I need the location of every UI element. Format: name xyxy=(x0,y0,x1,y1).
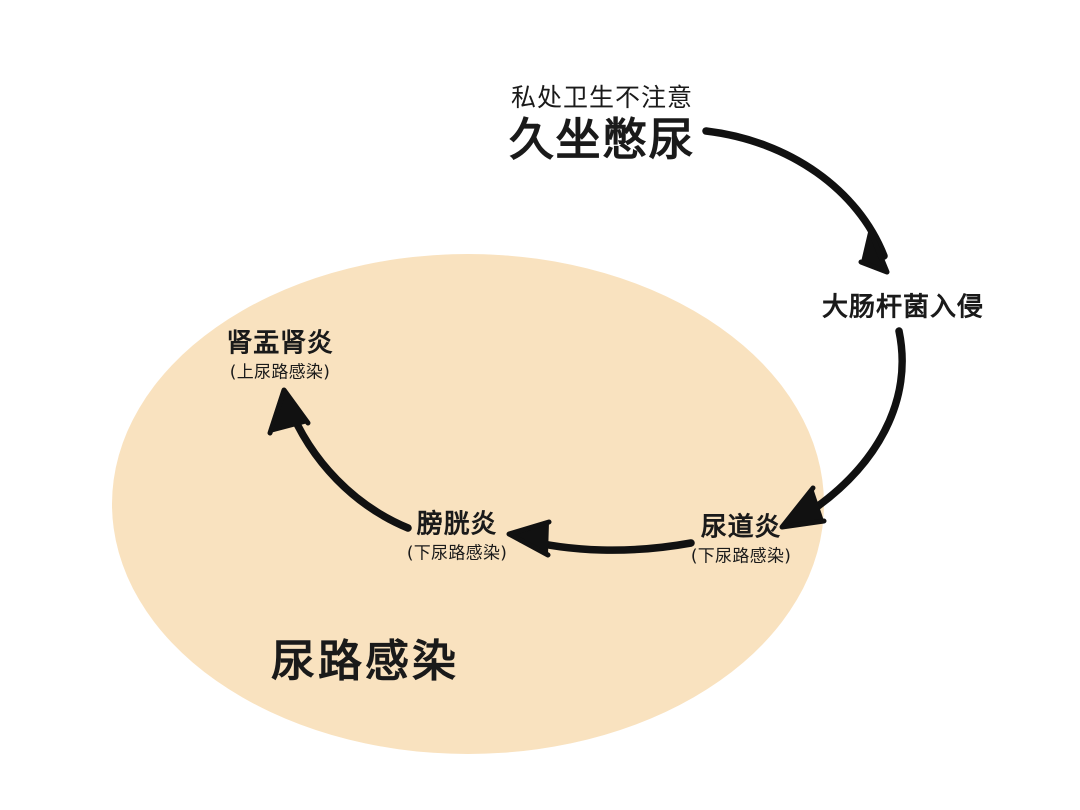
arrow-urethritis-to-cystitis xyxy=(506,519,695,558)
trigger-title: 久坐憋尿 xyxy=(508,113,696,167)
arrow-bacteria-to-urethritis xyxy=(779,327,906,530)
node-cystitis-sublabel: (下尿路感染) xyxy=(406,543,508,564)
uti-region-label: 尿路感染 xyxy=(271,636,459,687)
node-cystitis: 膀胱炎 (下尿路感染) xyxy=(407,509,507,566)
trigger-label-group: 私处卫生不注意 久坐憋尿 xyxy=(509,82,695,168)
uti-region-label-group: 尿路感染 xyxy=(271,625,459,689)
node-bacteria-label: 大肠杆菌入侵 xyxy=(821,292,985,323)
trigger-subtitle: 私处卫生不注意 xyxy=(510,82,694,112)
uti-region-ellipse xyxy=(112,254,824,754)
arrow-cause-to-bacteria xyxy=(702,127,890,275)
node-bacteria: 大肠杆菌入侵 xyxy=(822,287,984,324)
node-pyelonephritis-label: 肾盂肾炎 xyxy=(226,328,334,359)
node-pyelonephritis: 肾盂肾炎 (上尿路感染) xyxy=(226,328,333,385)
node-urethritis-sublabel: (下尿路感染) xyxy=(690,546,792,567)
node-urethritis-label: 尿道炎 xyxy=(700,512,782,543)
node-cystitis-label: 膀胱炎 xyxy=(416,509,498,540)
node-urethritis: 尿道炎 (下尿路感染) xyxy=(691,512,791,569)
arrow-cystitis-to-pyelonephritis xyxy=(267,387,412,532)
node-pyelonephritis-sublabel: (上尿路感染) xyxy=(229,362,331,383)
